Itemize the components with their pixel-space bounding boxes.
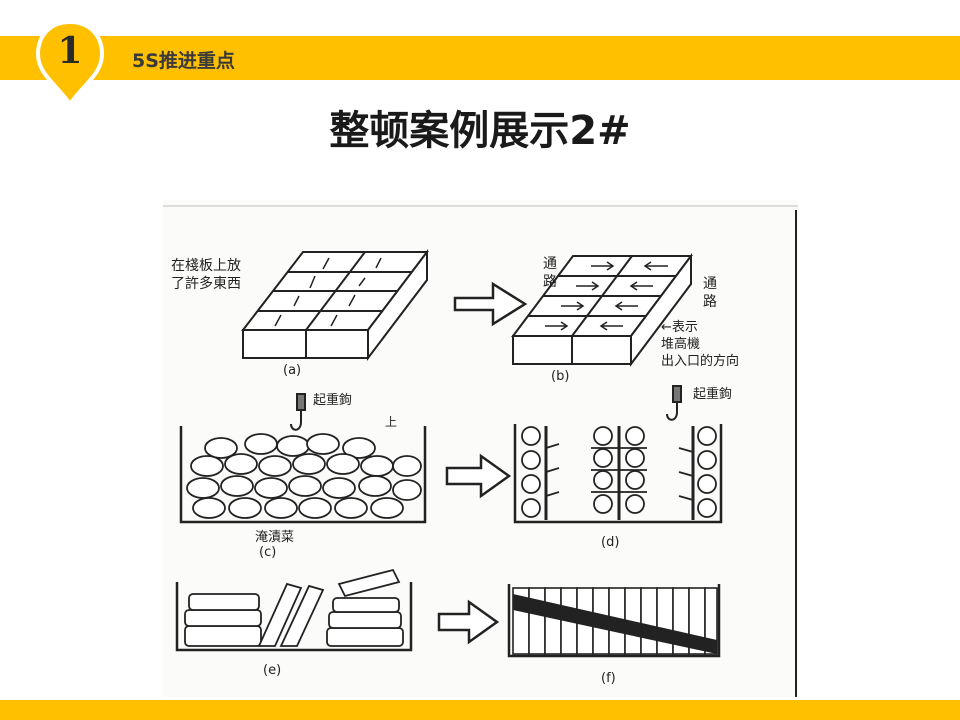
svg-text:通: 通 (703, 276, 717, 292)
slide-title: 整顿案例展示2# (329, 108, 631, 154)
panel-b-aisle-left-label: 通路 (543, 256, 557, 290)
panel-c-label: (c) (259, 545, 276, 560)
svg-text:通: 通 (543, 256, 557, 272)
panel-d-label: (d) (601, 535, 619, 550)
panel-c-caption: 淹漬菜 (255, 530, 294, 545)
footer-bar (0, 700, 960, 720)
section-number-badge (35, 19, 105, 108)
panel-e (175, 568, 413, 652)
panel-a-label: (a) (283, 363, 301, 378)
transition-arrow-ab-icon (453, 281, 528, 327)
panel-d-hook-icon (666, 385, 682, 421)
figure-illustration: 在棧板上放 了許多東西 (a) 通路 通路 通路 通路 ←表示 堆高機 出入口的… (163, 200, 798, 697)
panel-b-note-line2: 堆高機 (661, 336, 700, 352)
section-title: 5S推进重点 (132, 50, 235, 72)
panel-b-aisle-right-label: 通路 (703, 276, 717, 310)
panel-c-hook-sub: 上 (385, 415, 397, 429)
panel-d (513, 424, 723, 524)
panel-b (511, 253, 693, 367)
panel-d-hook-label: 起重鉤 (693, 386, 732, 402)
panel-c-hook-label: 起重鉤 (313, 392, 352, 408)
header-bar (0, 36, 960, 80)
panel-e-label: (e) (263, 663, 281, 678)
panel-a (240, 249, 430, 361)
panel-a-note-line1: 在棧板上放 (171, 258, 241, 274)
panel-c (179, 426, 427, 524)
panel-a-note-line2: 了許多東西 (171, 275, 241, 292)
panel-c-hook-icon (290, 393, 306, 431)
arrangement-example-figure: 在棧板上放 了許多東西 (a) 通路 通路 通路 通路 ←表示 堆高機 出入口的… (163, 200, 798, 697)
svg-text:路: 路 (703, 294, 717, 310)
panel-f (507, 584, 721, 658)
panel-f-label: (f) (601, 671, 616, 686)
panel-b-note-line1: ←表示 (661, 320, 698, 335)
transition-arrow-ef-icon (437, 599, 500, 645)
panel-b-label: (b) (551, 369, 569, 384)
svg-text:路: 路 (543, 274, 557, 290)
transition-arrow-cd-icon (445, 453, 512, 499)
panel-b-note-line3: 出入口的方向 (661, 353, 739, 369)
section-number: 1 (57, 30, 83, 72)
